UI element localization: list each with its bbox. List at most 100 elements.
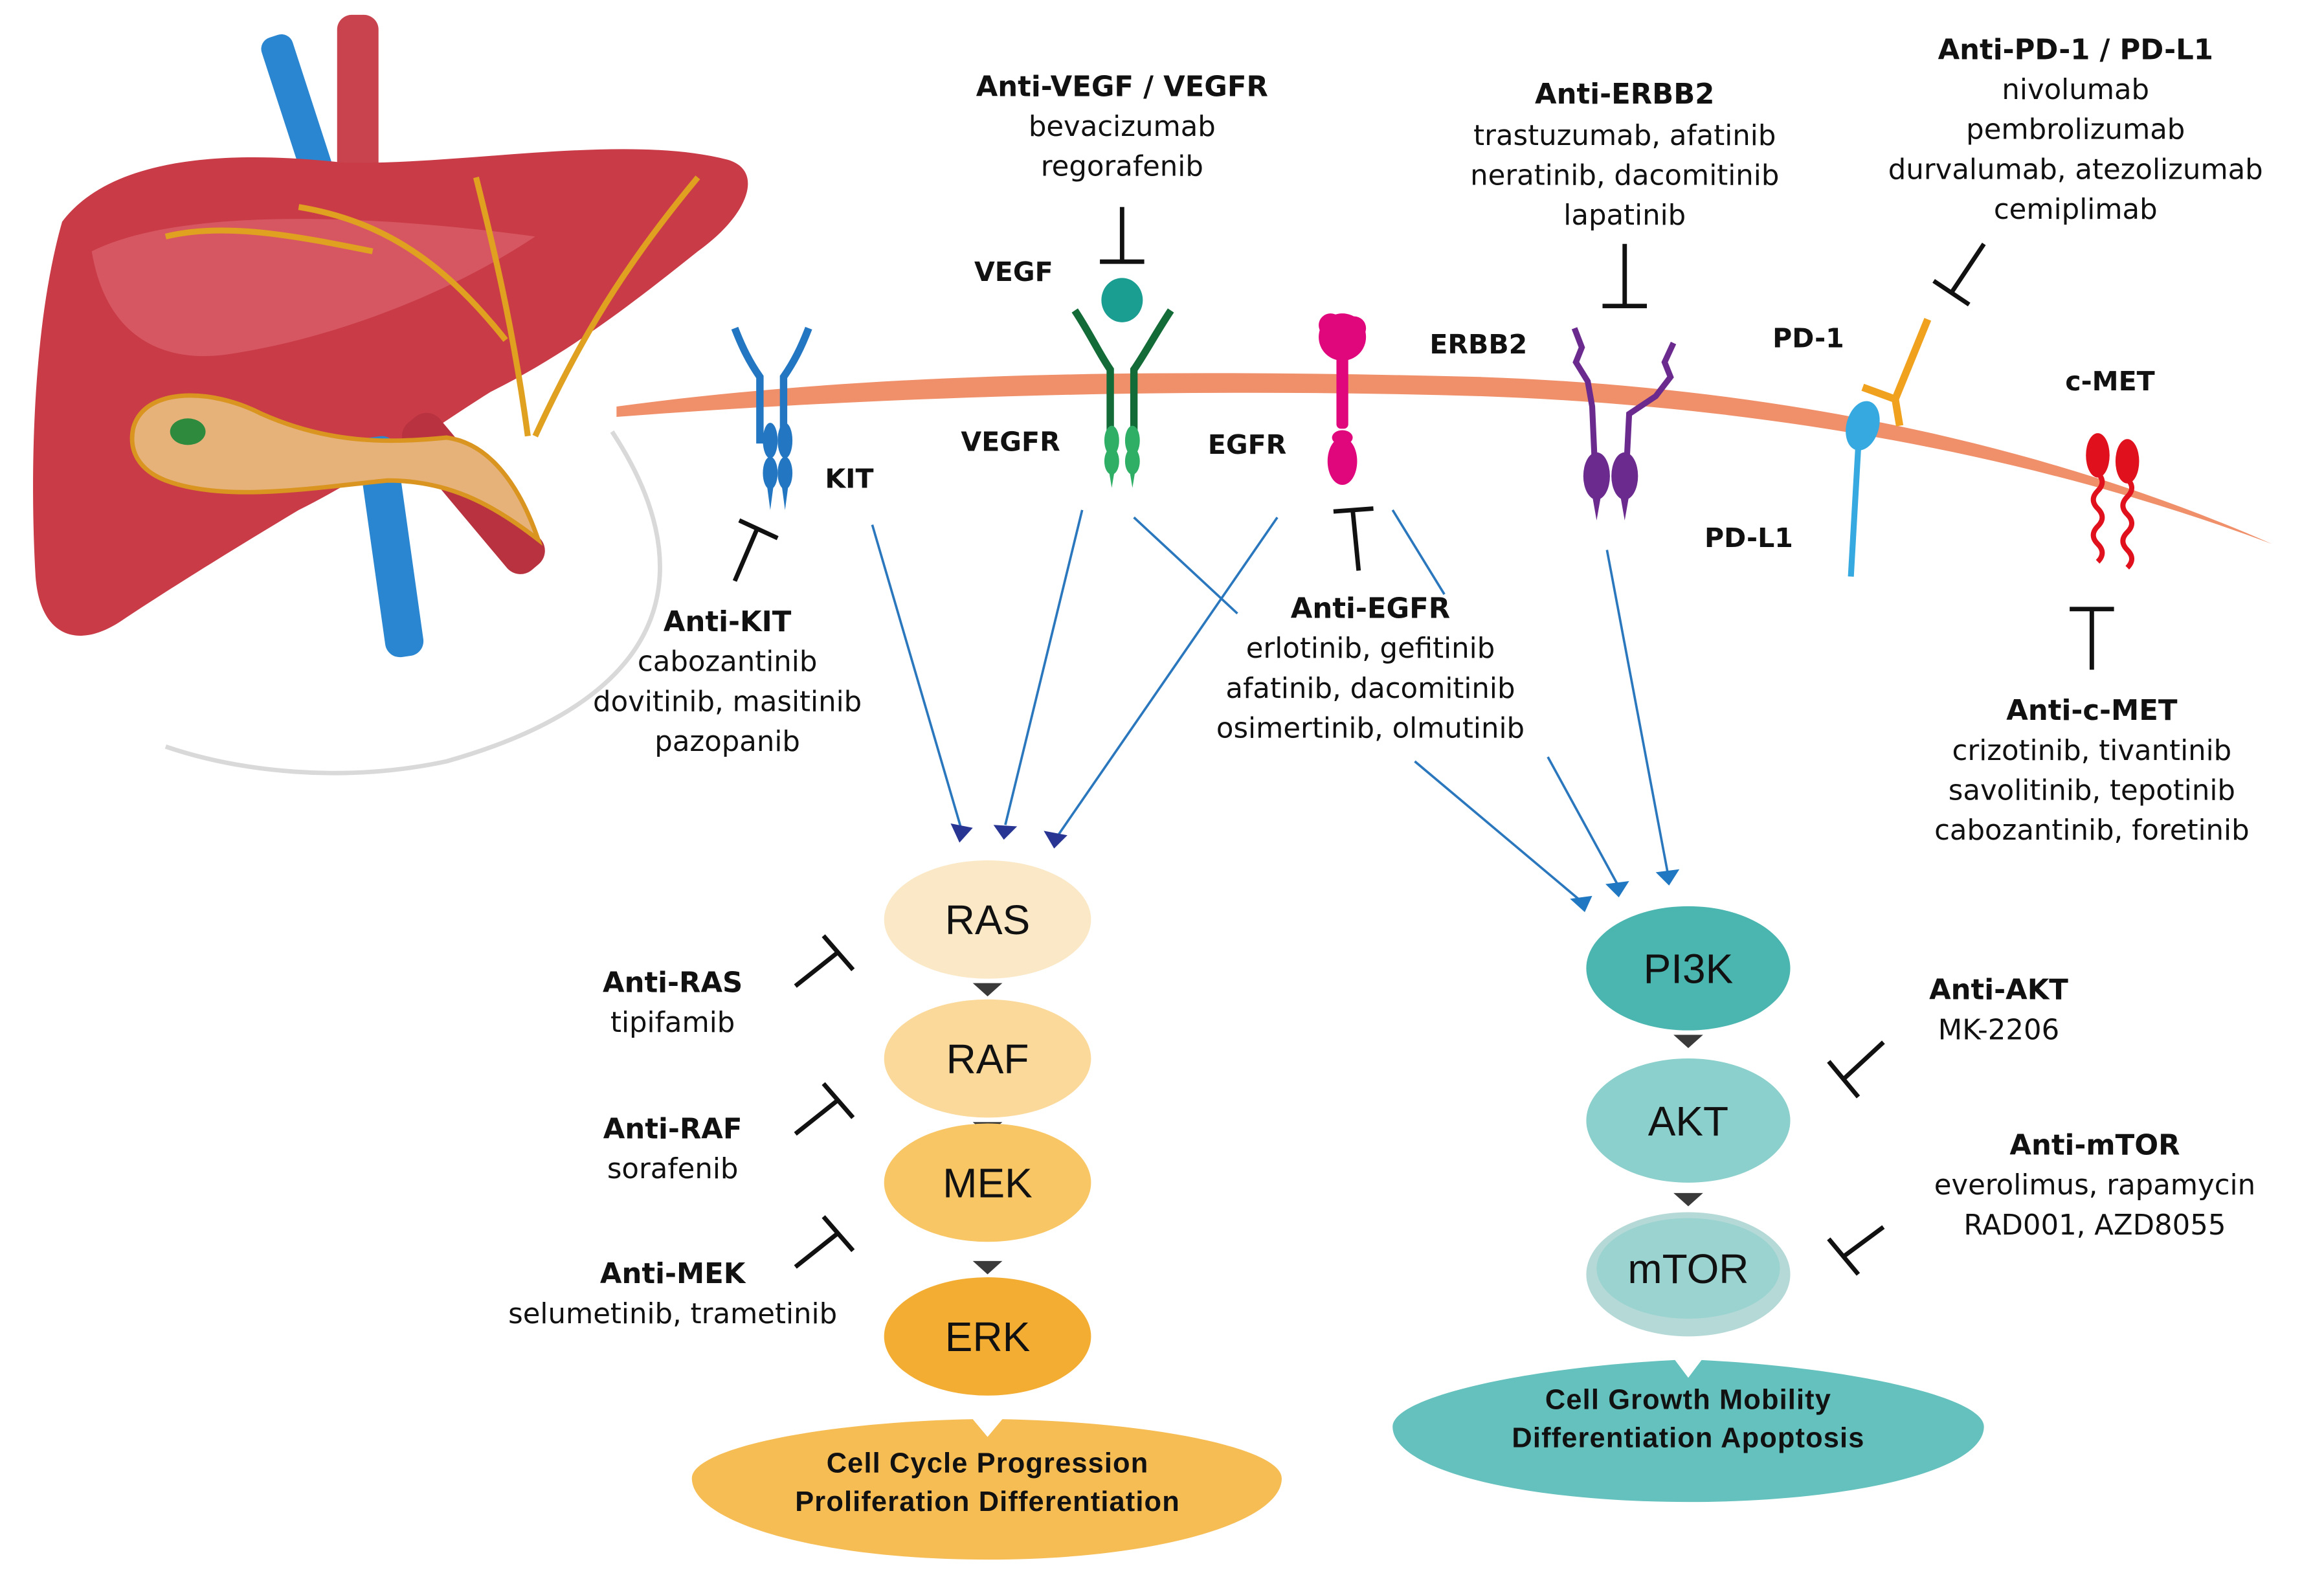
kit-receptor-icon	[731, 326, 812, 510]
erbb2-receptor-icon	[1571, 327, 1677, 520]
group-title: Anti-AKT	[1929, 974, 2068, 1007]
group-title: Anti-ERBB2	[1535, 78, 1714, 111]
drug-line: cabozantinib, foretinib	[1934, 814, 2250, 847]
inhibition-bar-ras	[794, 934, 855, 988]
drug-line: selumetinib, trametinib	[508, 1298, 837, 1330]
drug-line: regorafenib	[1041, 151, 1203, 183]
inhibition-markers	[732, 207, 2114, 1276]
outcome-text-mapk-1: Cell Cycle Progression	[827, 1448, 1149, 1479]
arrowhead-pi3k-1	[1570, 895, 1592, 912]
arrowhead-ras-2	[993, 825, 1018, 840]
node-label-raf: RAF	[946, 1036, 1029, 1082]
outcome-mapk	[691, 1419, 1282, 1560]
arrowhead-pi3k-2	[1605, 881, 1629, 898]
group-title: Anti-MEK	[600, 1258, 746, 1290]
drug-line: sorafenib	[607, 1153, 739, 1185]
pd1-receptor-icon	[1861, 318, 1932, 427]
signal-arrow-erbb2-pi3k	[1605, 550, 1669, 873]
cascade-arrow	[1673, 1034, 1703, 1049]
signal-arrow-egfr-pi3k-b	[1414, 760, 1583, 903]
egfr-receptor-icon	[1319, 313, 1367, 486]
liver-highlight	[91, 219, 535, 357]
drug-line: tipifamib	[610, 1007, 735, 1039]
receptor-label-cmet: c-MET	[2065, 366, 2154, 397]
arrowhead-ras-1	[950, 823, 973, 843]
node-label-ras: RAS	[945, 897, 1030, 943]
inhibitor-group-anti-cmet: Anti-c-MET crizotinib, tivantinib savoli…	[1934, 695, 2250, 847]
cascade-arrow	[972, 1260, 1003, 1275]
drug-line: RAD001, AZD8055	[1963, 1209, 2226, 1242]
inhibitor-group-anti-kit: Anti-KIT cabozantinib dovitinib, masitin…	[593, 606, 862, 758]
drug-line: MK-2206	[1938, 1014, 2059, 1046]
inhibitor-group-anti-vegf: Anti-VEGF / VEGFR bevacizumab regorafeni…	[976, 71, 1268, 183]
receptor-label-erbb2: ERBB2	[1429, 329, 1527, 360]
arrowhead-ras-3	[1044, 831, 1067, 849]
signal-arrow-vegfr-ras	[1004, 509, 1084, 825]
inhibitor-group-anti-erbb2: Anti-ERBB2 trastuzumab, afatinib neratin…	[1470, 78, 1779, 232]
cascade-arrow	[1673, 1192, 1703, 1207]
node-pi3k[interactable]	[1586, 906, 1791, 1031]
outcome-pi3k	[1392, 1359, 1984, 1503]
drug-line: osimertinib, olmutinib	[1216, 713, 1525, 745]
cell-membrane	[616, 373, 2272, 544]
drug-line: neratinib, dacomitinib	[1470, 159, 1779, 192]
pi3k-pathway: PI3K AKT mTOR Cell Growth Mobility Diffe…	[1392, 906, 1984, 1503]
inhibitor-group-anti-ras: Anti-RAS tipifamib	[603, 967, 743, 1039]
arrowhead-pi3k-3	[1655, 869, 1680, 886]
node-akt[interactable]	[1586, 1058, 1791, 1183]
inhibitor-group-anti-mek: Anti-MEK selumetinib, trametinib	[508, 1258, 837, 1330]
node-label-mtor: mTOR	[1627, 1246, 1749, 1292]
receptor-label-egfr: EGFR	[1208, 429, 1287, 460]
inhibition-bar-raf	[794, 1082, 855, 1136]
receptor-label-kit: KIT	[825, 464, 873, 495]
receptor-label-pdl1: PD-L1	[1704, 522, 1793, 554]
group-title: Anti-RAF	[603, 1113, 743, 1145]
node-erk[interactable]	[884, 1277, 1091, 1396]
drug-line: cemiplimab	[1994, 194, 2158, 226]
node-mtor[interactable]	[1596, 1218, 1780, 1319]
signal-arrows	[871, 509, 1680, 912]
drug-line: crizotinib, tivantinib	[1952, 735, 2232, 767]
drug-line: pazopanib	[654, 726, 800, 758]
node-label-erk: ERK	[945, 1314, 1030, 1360]
mapk-pathway: RAS RAF MEK ERK Cell Cycle Progression P…	[691, 860, 1282, 1560]
inhibition-bar-cmet	[2070, 607, 2114, 670]
cmet-receptor-icon	[2086, 433, 2140, 570]
drug-line: pembrolizumab	[1966, 114, 2185, 146]
outcome-text-mapk-2: Proliferation Differentiation	[795, 1486, 1180, 1517]
drug-line: nivolumab	[2002, 74, 2149, 106]
node-label-akt: AKT	[1648, 1098, 1728, 1145]
group-title: Anti-KIT	[664, 606, 792, 638]
liver-illustration	[33, 14, 748, 776]
drug-line: dovitinib, masitinib	[593, 686, 862, 718]
outcome-text-pi3k-1: Cell Growth Mobility	[1545, 1384, 1831, 1415]
inhibitor-group-anti-akt: Anti-AKT MK-2206	[1929, 974, 2068, 1047]
group-title: Anti-EGFR	[1291, 593, 1450, 625]
inhibition-bar-egfr	[1333, 506, 1374, 571]
node-label-mek: MEK	[943, 1160, 1033, 1207]
drug-line: bevacizumab	[1029, 111, 1216, 143]
inhibition-bar-kit	[732, 518, 779, 582]
outcome-text-pi3k-2: Differentiation Apoptosis	[1512, 1423, 1864, 1454]
inhibition-bar-mtor	[1827, 1225, 1885, 1276]
node-mek[interactable]	[884, 1123, 1091, 1242]
receptor-label-pd1: PD-1	[1772, 323, 1844, 354]
node-raf[interactable]	[884, 999, 1091, 1118]
inhibitor-group-anti-raf: Anti-RAF sorafenib	[603, 1113, 743, 1185]
gallbladder	[129, 393, 543, 546]
drug-line: everolimus, rapamycin	[1934, 1169, 2255, 1202]
node-ras[interactable]	[884, 860, 1091, 979]
drug-line: lapatinib	[1563, 199, 1686, 232]
cascade-arrow	[972, 983, 1003, 997]
drug-line: savolitinib, tepotinib	[1949, 774, 2235, 807]
node-label-pi3k: PI3K	[1644, 946, 1734, 992]
signal-arrow-vegfr-cross	[1133, 516, 1238, 615]
inhibitor-group-anti-pd1: Anti-PD-1 / PD-L1 nivolumab pembrolizuma…	[1888, 34, 2263, 226]
inhibition-bar-vegf	[1100, 207, 1145, 264]
receptor-label-vegf: VEGF	[974, 256, 1053, 287]
drug-line: durvalumab, atezolizumab	[1888, 153, 2263, 186]
vegf-ligand-icon	[1101, 278, 1143, 322]
signal-arrow-egfr-pi3k-c	[1547, 756, 1618, 885]
gallbladder-inner	[170, 418, 206, 445]
